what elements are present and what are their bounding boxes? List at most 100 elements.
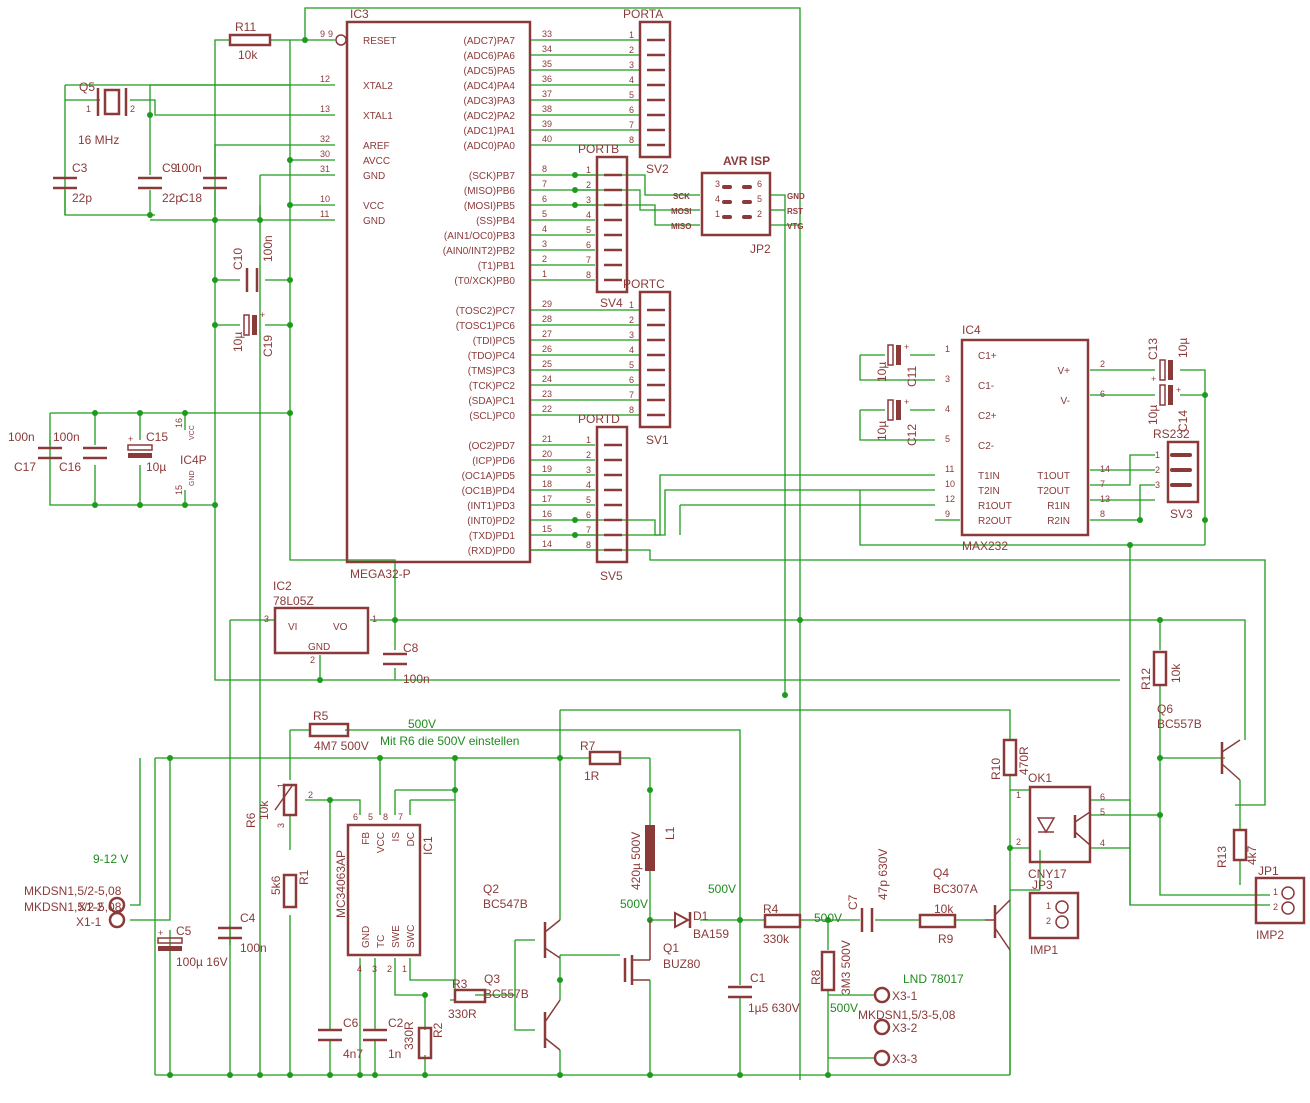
- x1-connector: MKDSN1,5/2-5,08 MKDSN1,5/2-5,08 X1-2 X1-…: [24, 884, 126, 929]
- d1-diode: D1 BA159: [674, 909, 729, 941]
- c10-capacitor: C10 100n: [231, 235, 275, 292]
- ic3-pin-name: (OC2)PD7: [468, 441, 515, 452]
- svg-text:C16: C16: [59, 460, 81, 474]
- ic3-pin-number: 13: [320, 104, 330, 114]
- c5-capacitor: + C5 100µ 16V: [157, 924, 228, 969]
- ic3-pin-name: (TDI)PC5: [473, 336, 516, 347]
- header-pin-number: 3: [586, 465, 591, 475]
- svg-text:1µ5 630V: 1µ5 630V: [748, 1001, 800, 1015]
- ic3-pin-number: 25: [542, 359, 552, 369]
- svg-text:22p: 22p: [72, 191, 92, 205]
- ic4-pin-number: 9: [945, 509, 950, 519]
- svg-text:15: 15: [174, 485, 184, 495]
- r4: R4 330k: [763, 902, 802, 946]
- ic3-pin-name: (ADC4)PA4: [464, 81, 516, 92]
- c13-capacitor: + C13 10µ: [1146, 338, 1190, 384]
- c8-capacitor: C8 100n: [383, 641, 430, 686]
- isp-pin2: 2: [757, 209, 762, 219]
- c17-capacitor: 100n C17: [8, 430, 62, 474]
- svg-text:3: 3: [264, 614, 269, 624]
- svg-text:2: 2: [1016, 837, 1021, 847]
- header-pin-number: 2: [586, 450, 591, 460]
- isp-pin3: 3: [715, 179, 720, 189]
- svg-text:R7: R7: [580, 739, 596, 753]
- ic3-pin-name: VCC: [363, 201, 384, 212]
- svg-text:IMP1: IMP1: [1030, 943, 1058, 957]
- svg-text:X1-1: X1-1: [76, 915, 102, 929]
- porta-label: PORTA: [623, 7, 663, 21]
- ic3-pin-number: 2: [542, 254, 547, 264]
- isp-sck: SCK: [673, 192, 690, 201]
- header-pin-number: 1: [586, 435, 591, 445]
- r9: 10k R9: [918, 902, 957, 946]
- svg-text:Q2: Q2: [483, 882, 499, 896]
- ic4-pin-number: 8: [1100, 509, 1105, 519]
- ic1-pin-name: SWE: [391, 925, 402, 948]
- portd-ref: SV5: [600, 569, 623, 583]
- q6-transistor: Q6 BC557B: [1157, 702, 1241, 781]
- ic3-pin-number: 8: [542, 164, 547, 174]
- r12: R12 10k: [1139, 650, 1183, 690]
- ic4-pin-number: 11: [945, 464, 954, 474]
- svg-text:MAX232: MAX232: [962, 539, 1008, 553]
- svg-text:1R: 1R: [584, 769, 600, 783]
- svg-text:9: 9: [328, 29, 333, 39]
- header-pin-number: 3: [586, 195, 591, 205]
- header-pin-number: 8: [629, 135, 634, 145]
- ic1-pin-number: 4: [357, 964, 362, 974]
- ic3-pin-name: (SCK)PB7: [469, 171, 516, 182]
- c7-capacitor: C7 47p 630V: [846, 849, 890, 932]
- svg-text:500V: 500V: [814, 911, 842, 925]
- ic4-pin-name: C2+: [978, 411, 997, 422]
- header-pin-number: 3: [629, 60, 634, 70]
- svg-text:X1-2: X1-2: [78, 900, 104, 914]
- svg-text:R3: R3: [452, 977, 468, 991]
- isp-ref: JP2: [750, 242, 771, 256]
- c12-capacitor: + 10µ C12: [875, 397, 919, 446]
- svg-text:BC557B: BC557B: [1157, 717, 1202, 731]
- ic3-pin-name: (TDO)PC4: [468, 351, 516, 362]
- ic3-pin-name: (TCK)PC2: [469, 381, 516, 392]
- svg-text:10µ: 10µ: [1146, 405, 1160, 425]
- r7: R7 1R: [580, 739, 622, 783]
- svg-text:L1: L1: [663, 826, 677, 840]
- svg-text:100n: 100n: [175, 161, 202, 175]
- ic3-pin-number: 16: [542, 509, 552, 519]
- svg-text:10µ: 10µ: [146, 460, 166, 474]
- ic3-pin-number: 32: [320, 134, 330, 144]
- svg-text:IC4P: IC4P: [180, 453, 207, 467]
- ic1-pin-number: 1: [402, 964, 407, 974]
- svg-text:100µ 16V: 100µ 16V: [176, 955, 228, 969]
- portb-ref: SV4: [600, 296, 623, 310]
- svg-text:Q1: Q1: [663, 941, 679, 955]
- svg-text:R5: R5: [313, 709, 329, 723]
- svg-text:+: +: [1151, 374, 1156, 384]
- header-pin-number: 7: [586, 255, 591, 265]
- svg-text:10µ: 10µ: [231, 332, 245, 352]
- jp1-connector: JP1 IMP2 1 2: [1254, 864, 1306, 942]
- svg-text:500V: 500V: [708, 882, 736, 896]
- ic3-microcontroller: IC3 MEGA32-P RESET9XTAL212XTAL113AREF32A…: [320, 7, 552, 581]
- ic3-pin-number: 21: [542, 434, 552, 444]
- header-pin-number: 8: [586, 270, 591, 280]
- svg-text:4n7: 4n7: [343, 1047, 363, 1061]
- header-pin-number: 5: [586, 495, 591, 505]
- svg-text:C12: C12: [905, 424, 919, 446]
- svg-text:MKDSN1,5/2-5,08: MKDSN1,5/2-5,08: [24, 900, 122, 914]
- svg-text:R11: R11: [235, 20, 256, 34]
- svg-text:10k: 10k: [1169, 663, 1183, 683]
- ic4-pin-name: V-: [1061, 396, 1070, 407]
- svg-text:1: 1: [276, 783, 286, 788]
- ic4-pin-name: T2IN: [978, 486, 1000, 497]
- header-pin-number: 4: [586, 480, 591, 490]
- ic3-pin-number: 12: [320, 74, 330, 84]
- c3-capacitor: C3 22p: [53, 161, 92, 205]
- svg-text:10µ: 10µ: [875, 421, 889, 441]
- ic3-pin-name: RESET: [363, 36, 396, 47]
- svg-text:2: 2: [130, 104, 135, 114]
- svg-text:LND 78017: LND 78017: [903, 972, 964, 986]
- ic3-pin-number: 27: [542, 329, 552, 339]
